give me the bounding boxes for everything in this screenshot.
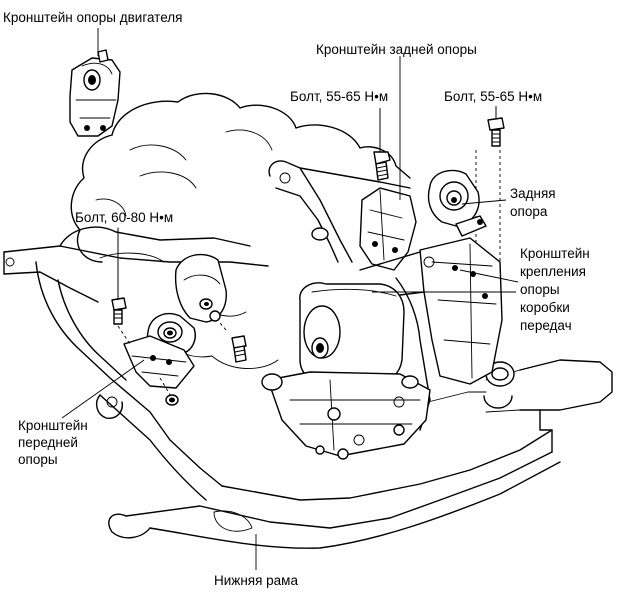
bolt-55-65-left-part [373,109,391,181]
label-rear-mount-1: Задняя [510,186,556,201]
label-gearbox-bracket-1: Кронштейн [520,246,590,261]
label-front-bracket-2: передней [18,435,78,450]
label-rear-mount-2: опора [510,204,548,219]
side-bolt-part [209,310,247,363]
label-rear-mount-bracket: Кронштейн задней опоры [316,42,477,57]
label-bolt-55-65-left: Болт, 55-65 Н•м [290,89,388,104]
label-engine-mount-bracket: Кронштейн опоры двигателя [3,10,182,25]
labels: Кронштейн опоры двигателя Кронштейн задн… [3,10,590,588]
label-gearbox-bracket-3: опоры [520,282,560,297]
gearbox-mount-part [261,282,431,460]
label-lower-frame: Нижняя рама [214,573,298,588]
rear-mount-part [427,169,487,237]
cross-member [59,226,251,263]
front-mount-bracket-part [123,335,195,406]
label-front-bracket-1: Кронштейн [18,418,88,433]
label-gearbox-bracket-4: коробки [520,300,570,315]
label-bolt-55-65-right: Болт, 55-65 Н•м [444,89,542,104]
label-front-bracket-3: опоры [18,452,58,467]
label-gearbox-bracket-2: крепления [520,264,586,279]
leader-lines [61,28,519,570]
rear-mount-bracket-part [359,187,417,271]
engine-mount-bracket-part [69,49,121,137]
label-gearbox-bracket-5: передач [520,318,572,333]
label-bolt-60-80: Болт, 60-80 Н•м [75,210,173,225]
rear-support-arm [268,160,411,263]
bolt-60-80-part [111,227,131,345]
